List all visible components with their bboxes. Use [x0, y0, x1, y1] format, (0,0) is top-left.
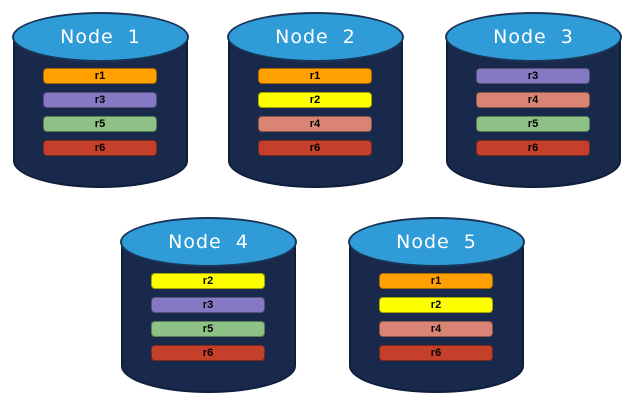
partition-bar-r2: r2	[151, 273, 265, 289]
partition-bar-r6: r6	[476, 140, 590, 156]
database-node: Node 1 r1 r3 r5 r6	[12, 12, 189, 188]
partition-bar-r1: r1	[43, 68, 157, 84]
partition-label: r6	[94, 141, 106, 154]
partition-label: r1	[430, 274, 442, 287]
cylinder-body	[228, 37, 403, 188]
database-node: Node 2 r1 r2 r4 r6	[227, 12, 404, 188]
node-title: Node 1	[60, 25, 141, 48]
partition-label: r6	[527, 141, 539, 154]
partition-label: r4	[430, 322, 442, 335]
partition-bar-r6: r6	[43, 140, 157, 156]
partition-label: r1	[94, 69, 106, 82]
partition-label: r5	[527, 117, 539, 130]
partition-label: r6	[309, 141, 321, 154]
partition-label: r2	[430, 298, 442, 311]
partition-bar-r5: r5	[151, 321, 265, 337]
partition-bar-r1: r1	[379, 273, 493, 289]
partition-list: r2 r3 r5 r6	[151, 273, 265, 361]
cylinder-top-ellipse: Node 3	[445, 12, 622, 62]
partition-list: r1 r2 r4 r6	[379, 273, 493, 361]
partition-bar-r2: r2	[258, 92, 372, 108]
node-title: Node 5	[396, 230, 477, 253]
cylinder-body	[349, 242, 524, 393]
partition-bar-r3: r3	[151, 297, 265, 313]
partition-label: r2	[309, 93, 321, 106]
partition-bar-r5: r5	[476, 116, 590, 132]
database-node: Node 3 r3 r4 r5 r6	[445, 12, 622, 188]
partition-bar-r3: r3	[43, 92, 157, 108]
cylinder-top-ellipse: Node 5	[348, 217, 525, 267]
partition-label: r1	[309, 69, 321, 82]
cylinder-body	[121, 242, 296, 393]
cylinder-top-ellipse: Node 2	[227, 12, 404, 62]
partition-label: r5	[202, 322, 214, 335]
node-title: Node 2	[275, 25, 356, 48]
cylinder-body	[446, 37, 621, 188]
partition-label: r4	[527, 93, 539, 106]
partition-bar-r1: r1	[258, 68, 372, 84]
cylinder-top-ellipse: Node 4	[120, 217, 297, 267]
partition-label: r6	[202, 346, 214, 359]
partition-label: r5	[94, 117, 106, 130]
partition-bar-r6: r6	[258, 140, 372, 156]
partition-label: r3	[527, 69, 539, 82]
partition-label: r3	[94, 93, 106, 106]
partition-label: r4	[309, 117, 321, 130]
partition-bar-r2: r2	[379, 297, 493, 313]
partition-bar-r4: r4	[258, 116, 372, 132]
cylinder-body	[13, 37, 188, 188]
partition-bar-r3: r3	[476, 68, 590, 84]
partition-list: r3 r4 r5 r6	[476, 68, 590, 156]
partition-bar-r6: r6	[379, 345, 493, 361]
partition-bar-r4: r4	[379, 321, 493, 337]
partition-list: r1 r3 r5 r6	[43, 68, 157, 156]
partition-bar-r6: r6	[151, 345, 265, 361]
database-node: Node 4 r2 r3 r5 r6	[120, 217, 297, 393]
cylinder-top-ellipse: Node 1	[12, 12, 189, 62]
partition-list: r1 r2 r4 r6	[258, 68, 372, 156]
node-title: Node 4	[168, 230, 249, 253]
partition-label: r6	[430, 346, 442, 359]
database-node: Node 5 r1 r2 r4 r6	[348, 217, 525, 393]
partition-bar-r5: r5	[43, 116, 157, 132]
node-title: Node 3	[493, 25, 574, 48]
partition-label: r3	[202, 298, 214, 311]
partition-bar-r4: r4	[476, 92, 590, 108]
partition-label: r2	[202, 274, 214, 287]
